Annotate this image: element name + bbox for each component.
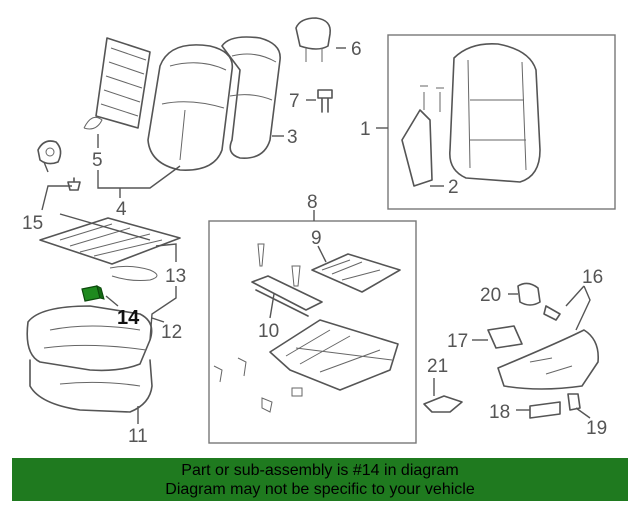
callout-4: 4 bbox=[116, 199, 127, 220]
adjuster-group-box bbox=[208, 220, 417, 444]
callout-6: 6 bbox=[351, 39, 362, 60]
adjuster-parts bbox=[213, 243, 401, 413]
info-banner: Part or sub-assembly is #14 in diagram D… bbox=[12, 458, 628, 501]
callout-15: 15 bbox=[22, 213, 43, 234]
seat-cushion-mat bbox=[39, 217, 181, 281]
callout-17: 17 bbox=[447, 331, 468, 352]
headrest-part-6 bbox=[295, 17, 332, 62]
seat-frame-part-1 bbox=[401, 42, 541, 187]
leader-lines bbox=[41, 47, 591, 424]
callout-2: 2 bbox=[448, 177, 459, 198]
callout-18: 18 bbox=[489, 402, 510, 423]
seatback-panel-part-5 bbox=[83, 37, 151, 130]
frame-group-box bbox=[387, 34, 616, 210]
connector-part-14 bbox=[81, 285, 105, 302]
seatback-pad-part-3 bbox=[221, 36, 281, 159]
callout-21: 21 bbox=[427, 356, 448, 377]
banner-line-1: Part or sub-assembly is #14 in diagram bbox=[181, 462, 459, 479]
callout-3: 3 bbox=[287, 127, 298, 148]
callout-1: 1 bbox=[360, 119, 371, 140]
callout-11: 11 bbox=[128, 426, 148, 447]
headrest-support-part-7 bbox=[317, 89, 333, 113]
seatback-cover-part-4 bbox=[147, 44, 234, 171]
clips-part-15 bbox=[37, 140, 81, 191]
callout-5: 5 bbox=[92, 150, 103, 171]
callout-12: 12 bbox=[161, 322, 182, 343]
callout-13: 13 bbox=[165, 266, 186, 287]
callout-20: 20 bbox=[480, 285, 501, 306]
callout-16: 16 bbox=[582, 267, 603, 288]
banner-line-2: Diagram may not be specific to your vehi… bbox=[165, 481, 475, 498]
callout-19: 19 bbox=[586, 418, 607, 439]
callout-9: 9 bbox=[311, 228, 322, 249]
callout-7: 7 bbox=[289, 91, 300, 112]
callout-14: 14 bbox=[117, 307, 140, 329]
callout-10: 10 bbox=[258, 321, 279, 342]
callout-8: 8 bbox=[307, 192, 318, 213]
side-parts bbox=[423, 282, 600, 419]
